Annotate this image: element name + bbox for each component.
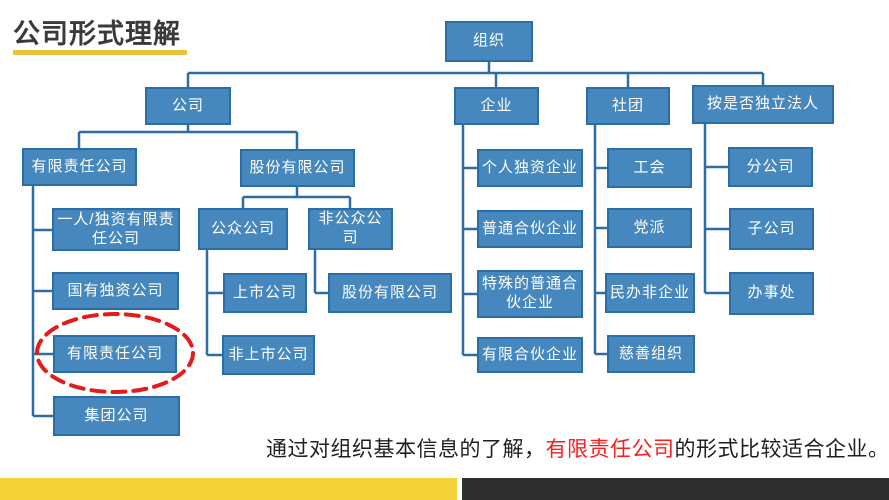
- node-general-partnership-enterprise: 普通合伙企业: [477, 210, 583, 248]
- node-limited-liability-company: 有限责任公司: [22, 148, 137, 186]
- node-branch-company: 分公司: [728, 147, 813, 187]
- node-joint-stock-limited-company-sub: 股份有限公司: [328, 273, 452, 313]
- node-enterprise: 企业: [454, 87, 539, 125]
- node-private-non-enterprise: 民办非企业: [605, 273, 695, 313]
- summary-highlight: 有限责任公司: [545, 438, 675, 461]
- node-unlisted-company: 非上市公司: [222, 335, 315, 375]
- summary-sentence: 通过对组织基本信息的了解，有限责任公司的形式比较适合企业。: [266, 433, 889, 463]
- summary-suffix: 的形式比较适合企业。: [674, 438, 889, 461]
- node-joint-stock-limited-company: 股份有限公司: [240, 149, 355, 187]
- node-listed-company: 上市公司: [223, 273, 307, 313]
- summary-prefix: 通过对组织基本信息的了解，: [266, 438, 546, 461]
- footer-bar-yellow: [0, 478, 457, 500]
- node-limited-liability-company-highlighted: 有限责任公司: [53, 335, 177, 373]
- node-company: 公司: [145, 87, 231, 125]
- node-group-company: 集团公司: [53, 396, 180, 436]
- node-political-party: 党派: [607, 208, 692, 248]
- node-personal-sole-proprietorship-enterprise: 个人独资企业: [477, 149, 583, 187]
- node-by-independent-legal-person: 按是否独立法人: [692, 85, 834, 124]
- node-special-general-partnership-enterprise: 特殊的普通合伙企业: [477, 270, 583, 318]
- title-underline: [13, 50, 187, 55]
- footer-bar-dark: [462, 478, 889, 500]
- node-charity-organization: 慈善组织: [607, 335, 695, 373]
- node-limited-partnership-enterprise: 有限合伙企业: [477, 337, 583, 373]
- page-title: 公司形式理解: [13, 19, 181, 49]
- node-representative-office: 办事处: [729, 272, 814, 315]
- node-state-owned-sole-funded-company: 国有独资公司: [52, 272, 179, 310]
- node-organization: 组织: [445, 21, 533, 62]
- node-labor-union: 工会: [607, 148, 692, 188]
- node-association: 社团: [586, 87, 670, 125]
- node-subsidiary-company: 子公司: [729, 208, 814, 250]
- node-non-public-company: 非公众公司: [308, 208, 393, 250]
- node-public-company: 公众公司: [198, 208, 288, 250]
- node-one-person-sole-funded-llc: 一人/独资有限责任公司: [52, 208, 180, 251]
